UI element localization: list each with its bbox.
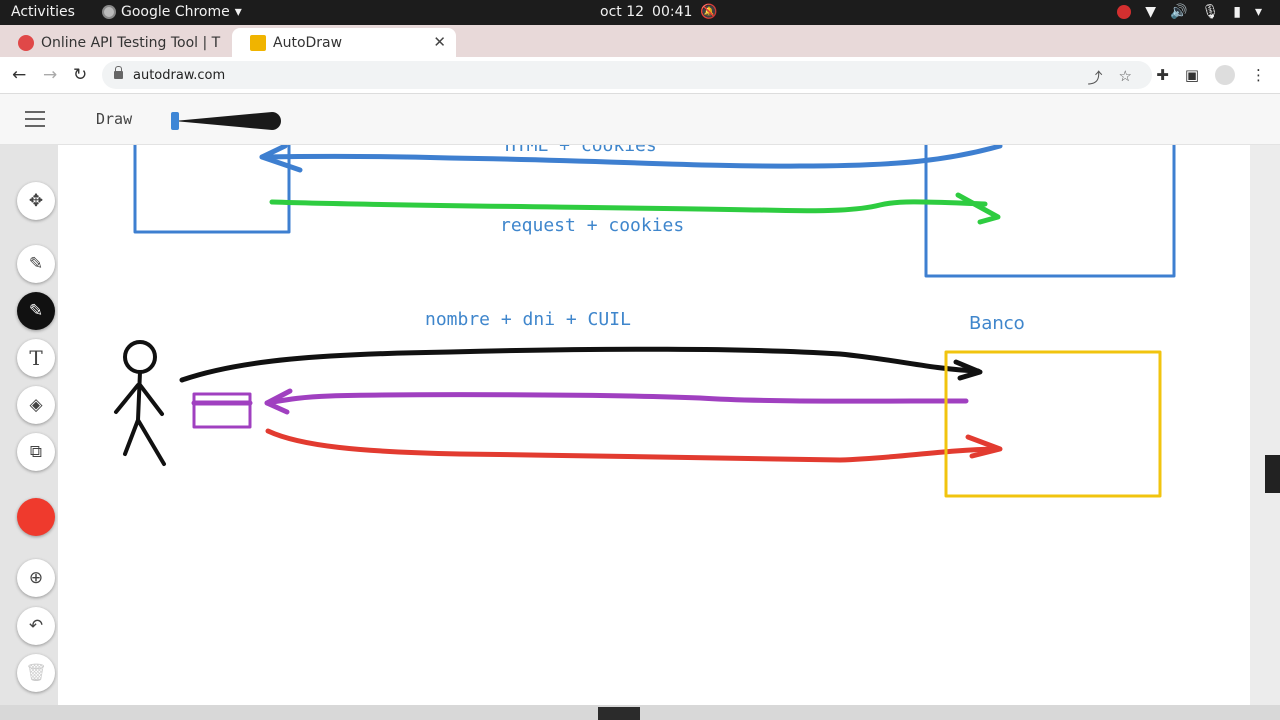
magic-pencil-icon: ✎ — [28, 254, 44, 274]
person-head — [123, 340, 157, 374]
horizontal-scrollbar[interactable] — [0, 705, 1280, 720]
response-arrowhead — [259, 145, 303, 173]
brush-size-slider[interactable] — [170, 110, 290, 132]
text-t-icon: T — [29, 346, 43, 370]
system-tray[interactable]: ▼ 🔊 🎙 ▮ ▾ — [1117, 4, 1262, 20]
delete-button[interactable]: 🗑 — [17, 654, 55, 692]
url-text: autodraw.com — [133, 67, 226, 83]
share-icon[interactable]: ⤴ — [1087, 69, 1103, 87]
activities-button[interactable]: Activities — [11, 4, 75, 20]
vertical-scrollbar[interactable] — [1250, 145, 1280, 705]
trash-icon: 🗑 — [25, 663, 47, 683]
forward-icon[interactable]: → — [43, 65, 58, 85]
undo-button[interactable]: ↶ — [17, 607, 55, 645]
canvas-drawing-layer — [114, 145, 1176, 498]
horizontal-scrollbar-thumb[interactable] — [598, 707, 640, 720]
server-box — [924, 145, 1176, 278]
extensions-puzzle-icon[interactable]: ✚ — [1156, 66, 1169, 84]
label-send-data: nombre + dni + CUIL — [425, 309, 631, 330]
card-return-arrow — [264, 392, 969, 406]
shapes-icon: ⧉ — [29, 442, 43, 462]
drawing-canvas[interactable]: HTML + cookies request + cookies nombre … — [58, 145, 1250, 705]
notifications-off-icon: 🔕 — [700, 4, 718, 20]
brush-size-handle[interactable] — [171, 112, 179, 130]
move-tool-button[interactable]: ✥ — [17, 182, 55, 220]
battery-icon: ▮ — [1233, 4, 1241, 20]
brush-size-track — [174, 112, 281, 130]
autodraw-favicon-icon — [250, 34, 266, 51]
person-arms — [114, 383, 164, 416]
system-top-bar: Activities Google Chrome ▾ oct 12 00:41 … — [0, 0, 1280, 25]
hamburger-menu-icon[interactable] — [25, 111, 45, 127]
back-icon[interactable]: ← — [12, 65, 27, 85]
vertical-scrollbar-thumb[interactable] — [1265, 455, 1280, 493]
red-arrowhead — [965, 434, 1003, 459]
microphone-icon: 🎙 — [1201, 4, 1220, 20]
chevron-down-icon: ▾ — [234, 4, 242, 20]
chrome-icon — [102, 5, 116, 19]
app-menu[interactable]: Google Chrome ▾ — [102, 4, 242, 20]
side-panel-icon[interactable]: ▣ — [1184, 66, 1199, 84]
zoom-in-icon: ⊕ — [28, 568, 44, 588]
power-menu-icon: ▾ — [1254, 4, 1262, 20]
clock-date: oct 12 — [600, 4, 645, 20]
fill-tool-button[interactable]: ◈ — [17, 386, 55, 424]
person-legs — [123, 418, 166, 466]
clock[interactable]: oct 12 00:41 🔕 — [600, 4, 718, 20]
shape-tool-button[interactable]: ⧉ — [17, 433, 55, 471]
tab-autodraw[interactable]: AutoDraw ✕ — [232, 28, 456, 57]
undo-icon: ↶ — [28, 616, 44, 636]
address-bar[interactable]: autodraw.com ⤴ ☆ — [102, 61, 1152, 89]
card-outline — [192, 392, 252, 429]
wifi-icon: ▼ — [1145, 4, 1157, 20]
toolbar-actions: ✚ ▣ ⋮ — [1156, 65, 1266, 85]
person-body — [136, 370, 142, 422]
move-arrows-icon: ✥ — [28, 191, 44, 211]
color-picker-button[interactable] — [17, 498, 55, 536]
pencil-icon: ✎ — [28, 301, 44, 321]
type-tool-button[interactable]: T — [17, 339, 55, 377]
api-tool-favicon-icon — [18, 34, 34, 51]
card-return-arrowhead — [264, 388, 293, 415]
autodraw-tool-button[interactable]: ✎ — [17, 245, 55, 283]
send-data-arrow — [179, 346, 981, 383]
zoom-tool-button[interactable]: ⊕ — [17, 559, 55, 597]
bank-box — [944, 350, 1162, 498]
reload-icon[interactable]: ↻ — [73, 65, 88, 85]
label-request-cookies: request + cookies — [500, 215, 685, 236]
lock-icon — [114, 66, 123, 79]
browser-toolbar: ← → ↻ autodraw.com ⤴ ☆ ✚ ▣ ⋮ — [0, 57, 1280, 94]
app-menu-label: Google Chrome — [121, 4, 230, 20]
request-arrowhead — [955, 192, 1001, 225]
chrome-menu-icon[interactable]: ⋮ — [1251, 66, 1266, 84]
draw-tool-button[interactable]: ✎ — [17, 292, 55, 330]
close-tab-icon[interactable]: ✕ — [433, 33, 446, 51]
clock-time: 00:41 — [652, 4, 693, 20]
volume-icon: 🔊 — [1170, 4, 1188, 20]
client-box — [133, 145, 291, 234]
response-arrow — [259, 145, 1003, 169]
bookmark-star-icon[interactable]: ☆ — [1118, 67, 1132, 85]
send-data-arrowhead — [953, 359, 983, 381]
tab-api-testing[interactable]: Online API Testing Tool | T — [0, 28, 230, 57]
paint-bucket-icon: ◈ — [29, 395, 43, 415]
tab-label: Online API Testing Tool | T — [41, 34, 221, 51]
label-html-cookies: HTML + cookies — [505, 145, 657, 156]
profile-avatar[interactable] — [1215, 65, 1235, 85]
tool-rail: ✥ ✎ ✎ T ◈ ⧉ ⊕ ↶ 🗑 — [0, 145, 58, 720]
request-arrow — [269, 199, 988, 214]
recording-icon — [1117, 5, 1132, 19]
label-bank: Banco — [969, 313, 1025, 334]
tab-label: AutoDraw — [273, 34, 343, 51]
tab-strip: Online API Testing Tool | T AutoDraw ✕ +… — [0, 25, 1280, 79]
red-arrow — [265, 428, 1001, 463]
mode-label: Draw — [96, 110, 133, 128]
